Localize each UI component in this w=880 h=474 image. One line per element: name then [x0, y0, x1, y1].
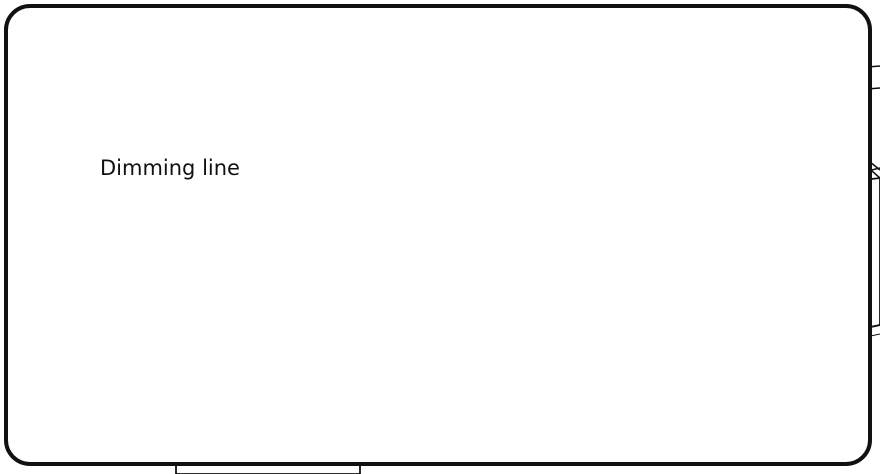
diagram-frame: [4, 4, 872, 466]
dimming-line-label: Dimming line: [100, 156, 240, 180]
